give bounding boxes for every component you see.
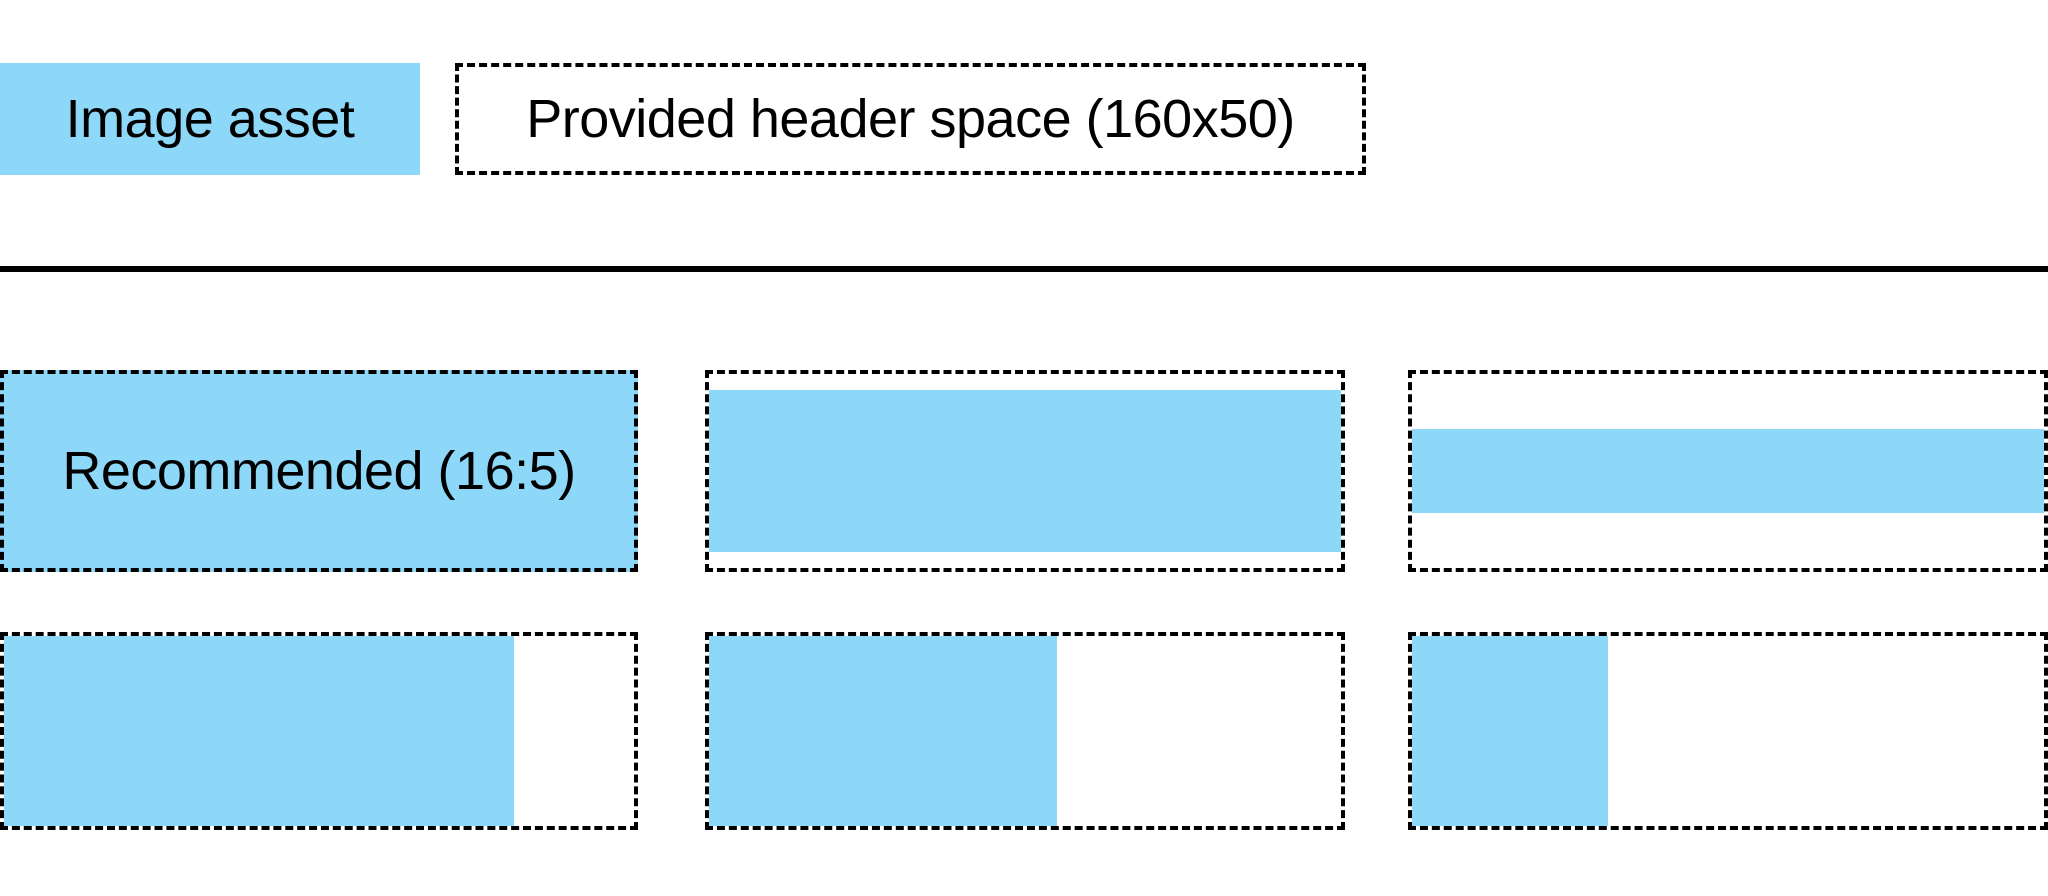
- example-box-tall-medium: [705, 632, 1345, 830]
- image-asset-fill: [4, 374, 634, 568]
- image-asset-fill: [1412, 636, 1608, 826]
- image-asset-legend-swatch: Image asset: [0, 63, 420, 175]
- example-box-letterboxed: [705, 370, 1345, 572]
- example-box-thin-band: [1408, 370, 2048, 572]
- image-asset-fill: [709, 390, 1341, 552]
- example-box-recommended: Recommended (16:5): [0, 370, 638, 572]
- header-space-legend-box: Provided header space (160x50): [455, 63, 1366, 175]
- example-box-tall-narrow: [1408, 632, 2048, 830]
- divider-line: [0, 266, 2048, 272]
- example-box-tall-wide: [0, 632, 638, 830]
- recommended-label: Recommended (16:5): [62, 441, 576, 501]
- image-asset-label: Image asset: [65, 89, 355, 149]
- image-asset-fill: [1412, 429, 2044, 513]
- image-asset-fill: [4, 636, 515, 826]
- header-space-label: Provided header space (160x50): [526, 89, 1295, 149]
- image-asset-fill: [709, 636, 1057, 826]
